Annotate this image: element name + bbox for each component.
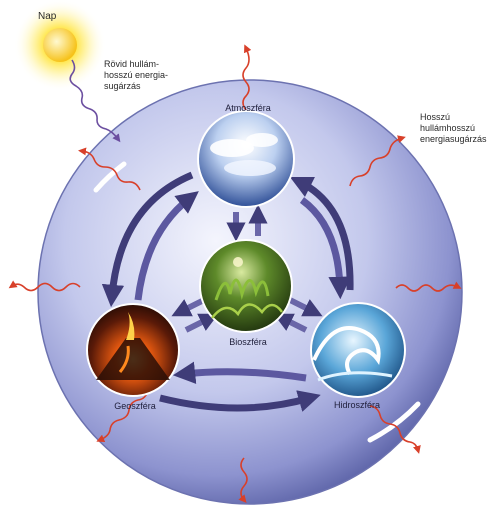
radiation-arrow-lower-left bbox=[96, 389, 149, 443]
arrow-bio-to-geo bbox=[171, 297, 206, 317]
arrow-atm-to-hyd bbox=[299, 197, 351, 300]
sphere-highlight bbox=[93, 161, 127, 193]
hydrosphere-image bbox=[310, 302, 406, 398]
cycle-arrows bbox=[101, 171, 354, 412]
radiation-arrow-right bbox=[395, 281, 462, 292]
atmosphere-label: Atmoszféra bbox=[225, 103, 271, 113]
radiation-arrow-bottom bbox=[238, 457, 248, 504]
arrow-geo-to-hyd bbox=[159, 390, 321, 412]
hydrosphere-label: Hidroszféra bbox=[333, 400, 380, 410]
radiation-arrow-upper-left bbox=[78, 147, 141, 191]
biosphere-label: Bioszféra bbox=[229, 337, 267, 347]
geosphere-image bbox=[86, 303, 180, 397]
geosphere-label: Geoszféra bbox=[114, 401, 156, 411]
radiation-arrow-top bbox=[242, 44, 252, 111]
radiation-arrow-left bbox=[8, 280, 81, 292]
arrow-geo-to-bio bbox=[184, 313, 219, 333]
longwave-radiation-arrows bbox=[8, 44, 462, 504]
arrow-hyd-to-geo bbox=[172, 361, 307, 384]
arrow-geo-to-atm bbox=[134, 191, 199, 301]
sun-icon bbox=[43, 28, 77, 62]
sphere-highlight bbox=[367, 401, 421, 443]
arrow-hyd-to-atm bbox=[289, 176, 354, 291]
arrow-bio-to-hyd bbox=[288, 297, 323, 317]
sun-label: Nap bbox=[38, 11, 57, 22]
radiation-arrow-upper-right bbox=[349, 135, 406, 187]
radiation-arrow-lower-right bbox=[369, 405, 421, 454]
shortwave-radiation-arrow bbox=[69, 59, 121, 143]
arrow-atm-to-geo bbox=[101, 171, 194, 308]
shortwave-radiation-label: Rövid hullám- hosszú energia- sugárzás bbox=[104, 59, 169, 91]
biosphere-arrows bbox=[171, 204, 323, 333]
biosphere-image bbox=[199, 239, 293, 333]
atmosphere-image bbox=[197, 110, 295, 208]
longwave-radiation-label: Hosszú hullámhosszú energiasugárzás bbox=[420, 112, 487, 144]
arrow-hyd-to-bio bbox=[273, 313, 308, 333]
